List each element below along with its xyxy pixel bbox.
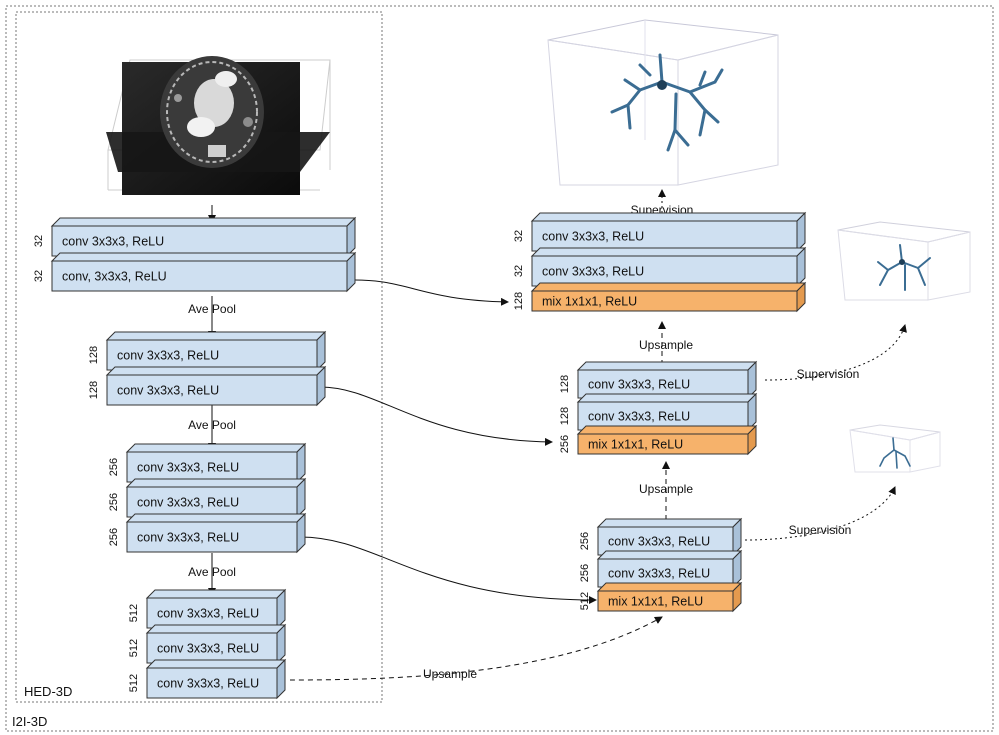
- upsample-label-2: Upsample: [639, 338, 693, 352]
- i2i-3d-frame: [5, 5, 994, 732]
- decoder-stage3-block-2: conv 3x3x3, ReLU 32: [513, 246, 807, 288]
- channel-count: 256: [108, 528, 120, 546]
- block-label: conv 3x3x3, ReLU: [542, 265, 644, 279]
- block-label: conv 3x3x3, ReLU: [157, 607, 259, 621]
- channel-count: 512: [579, 592, 591, 610]
- encoder-stage3-block-3: conv 3x3x3, ReLU 256: [108, 512, 307, 554]
- channel-count: 128: [513, 292, 525, 310]
- bottom-upsample-label: Upsample: [423, 667, 477, 681]
- encoder-stage3-block-2: conv 3x3x3, ReLU 256: [108, 477, 307, 519]
- encoder-stage2-block-2: conv 3x3x3, ReLU 128: [88, 365, 327, 407]
- supervision-link-low: [744, 486, 896, 541]
- channel-count: 128: [559, 407, 571, 425]
- encoder-stage1-block-2: conv, 3x3x3, ReLU 32: [33, 251, 357, 293]
- channel-count: 512: [128, 674, 140, 692]
- hed-3d-label: HED-3D: [24, 684, 72, 699]
- channel-count: 128: [559, 375, 571, 393]
- skip-connection-32: [354, 279, 509, 306]
- block-label: mix 1x1x1, ReLU: [542, 295, 637, 309]
- bottom-upsample-connection: [289, 616, 663, 681]
- block-label: conv 3x3x3, ReLU: [137, 461, 239, 475]
- block-label: mix 1x1x1, ReLU: [588, 438, 683, 452]
- channel-count: 256: [579, 532, 591, 550]
- supervision-link-mid: [764, 324, 907, 381]
- channel-count: 256: [108, 458, 120, 476]
- input-ct-volume: [106, 56, 331, 195]
- block-label: conv 3x3x3, ReLU: [117, 349, 219, 363]
- upsample-label-1: Upsample: [639, 482, 693, 496]
- channel-count: 32: [513, 265, 525, 277]
- block-label: conv 3x3x3, ReLU: [137, 496, 239, 510]
- decoder-stage2-block-3: mix 1x1x1, ReLU 256: [559, 424, 758, 456]
- encoder-stage2-block-1: conv 3x3x3, ReLU 128: [88, 330, 327, 372]
- decoder-stage1-block-2: conv 3x3x3, ReLU 256: [579, 549, 743, 589]
- channel-count: 128: [88, 346, 100, 364]
- decoder-stage1-block-3: mix 1x1x1, ReLU 512: [579, 581, 743, 613]
- encoder-stage4-block-1: conv 3x3x3, ReLU 512: [128, 588, 287, 630]
- channel-count: 256: [559, 435, 571, 453]
- block-label: mix 1x1x1, ReLU: [608, 595, 703, 609]
- ave-pool-label-1: Ave Pool: [188, 302, 236, 316]
- output-vessel-volume-large: [547, 19, 779, 186]
- block-label: conv 3x3x3, ReLU: [117, 384, 219, 398]
- channel-count: 256: [579, 564, 591, 582]
- skip-connection-128: [319, 386, 553, 446]
- channel-count: 512: [128, 639, 140, 657]
- block-label: conv 3x3x3, ReLU: [62, 235, 164, 249]
- output-vessel-volume-mid: [837, 221, 971, 301]
- channel-count: 32: [513, 230, 525, 242]
- channel-count: 512: [128, 604, 140, 622]
- block-label: conv 3x3x3, ReLU: [588, 410, 690, 424]
- decoder-stage2-block-1: conv 3x3x3, ReLU 128: [559, 360, 758, 400]
- decoder-stage2-block-2: conv 3x3x3, ReLU 128: [559, 392, 758, 432]
- supervision-label-mid: Supervision: [797, 367, 860, 381]
- i2i-3d-label: I2I-3D: [12, 714, 47, 729]
- ave-pool-label-3: Ave Pool: [188, 565, 236, 579]
- block-label: conv 3x3x3, ReLU: [588, 378, 690, 392]
- channel-count: 256: [108, 493, 120, 511]
- decoder-stage3-block-3: mix 1x1x1, ReLU 128: [513, 281, 807, 313]
- block-label: conv 3x3x3, ReLU: [137, 531, 239, 545]
- block-label: conv, 3x3x3, ReLU: [62, 270, 167, 284]
- block-label: conv 3x3x3, ReLU: [157, 642, 259, 656]
- channel-count: 32: [33, 270, 45, 282]
- block-label: conv 3x3x3, ReLU: [157, 677, 259, 691]
- channel-count: 32: [33, 235, 45, 247]
- channel-count: 128: [88, 381, 100, 399]
- encoder-stage1-block-1: conv 3x3x3, ReLU 32: [33, 216, 357, 258]
- output-vessel-volume-small: [849, 424, 941, 473]
- block-label: conv 3x3x3, ReLU: [608, 535, 710, 549]
- supervision-label-low: Supervision: [789, 523, 852, 537]
- encoder-stage3-block-1: conv 3x3x3, ReLU 256: [108, 442, 307, 484]
- block-label: conv 3x3x3, ReLU: [608, 567, 710, 581]
- encoder-stage4-block-2: conv 3x3x3, ReLU 512: [128, 623, 287, 665]
- skip-connection-256: [299, 536, 597, 604]
- block-label: conv 3x3x3, ReLU: [542, 230, 644, 244]
- encoder-stage4-block-3: conv 3x3x3, ReLU 512: [128, 658, 287, 700]
- decoder-stage1-block-1: conv 3x3x3, ReLU 256: [579, 517, 743, 557]
- ave-pool-label-2: Ave Pool: [188, 418, 236, 432]
- decoder-stage3-block-1: conv 3x3x3, ReLU 32: [513, 211, 807, 253]
